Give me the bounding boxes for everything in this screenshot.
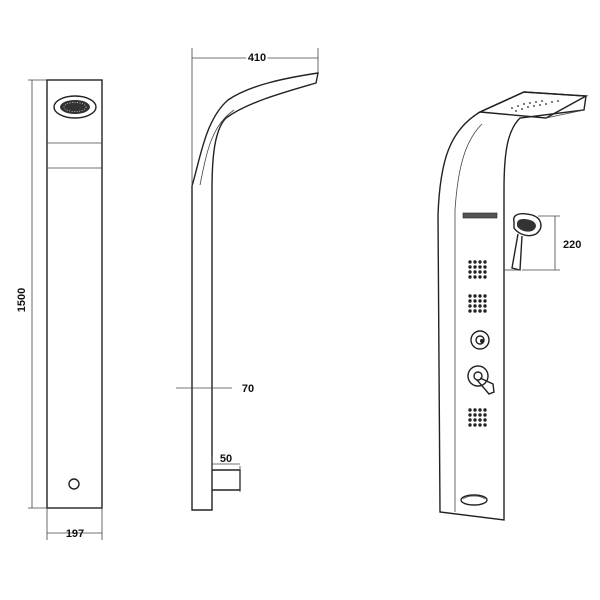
height-dimension-label: 1500 <box>16 288 28 312</box>
body-jet-nozzle <box>478 304 482 308</box>
body-jet-nozzle <box>478 294 482 298</box>
body-jet-nozzle <box>473 423 477 427</box>
body-jet-nozzle <box>478 408 482 412</box>
body-jet-nozzle <box>483 265 487 269</box>
perspective-slot <box>462 212 498 219</box>
side-profile-outline <box>191 72 319 511</box>
depth-dimension-label: 410 <box>248 52 266 64</box>
body-jet-nozzle <box>478 418 482 422</box>
perspective-shower-head <box>477 91 589 119</box>
body-jet-nozzle <box>483 408 487 412</box>
body-jet-nozzle <box>468 304 472 308</box>
rain-shower-head-icon <box>53 95 97 119</box>
side-view: 410 70 50 <box>176 48 319 511</box>
body-jet-nozzle <box>483 413 487 417</box>
body-jet-nozzle <box>468 270 472 274</box>
body-jet-nozzle <box>468 423 472 427</box>
body-jet-nozzle <box>478 275 482 279</box>
body-jet-nozzle <box>473 408 477 412</box>
hand-shower-icon <box>504 213 542 271</box>
body-jet-nozzle <box>468 265 472 269</box>
perspective-view: 220 <box>437 91 589 521</box>
body-jet-nozzle <box>468 408 472 412</box>
mixer-lever-icon <box>467 365 495 395</box>
body-jet-nozzle <box>473 275 477 279</box>
body-jet-nozzle <box>483 294 487 298</box>
front-panel-outline <box>46 79 103 509</box>
body-jet-nozzle <box>473 418 477 422</box>
body-jet-nozzle <box>468 260 472 264</box>
body-jet-icon <box>468 260 487 427</box>
front-outlet-icon <box>68 478 80 490</box>
body-jet-nozzle <box>483 418 487 422</box>
body-jet-nozzle <box>483 270 487 274</box>
body-jet-nozzle <box>473 260 477 264</box>
body-jet-nozzle <box>483 260 487 264</box>
body-jet-nozzle <box>478 309 482 313</box>
perspective-outlet-fitting <box>460 494 488 506</box>
body-jet-nozzle <box>483 275 487 279</box>
body-jet-nozzle <box>473 413 477 417</box>
body-jet-nozzle <box>473 265 477 269</box>
outlet-dimension-label: 50 <box>220 453 232 465</box>
offset-dimension-label: 70 <box>242 383 254 395</box>
rain-shower-head-icon <box>511 100 559 112</box>
front-view: 1500 197 <box>16 79 103 540</box>
body-jet-nozzle <box>483 304 487 308</box>
body-jet-nozzle <box>473 294 477 298</box>
body-jet-nozzle <box>473 304 477 308</box>
body-jet-nozzle <box>483 423 487 427</box>
width-dimension-label: 197 <box>66 528 84 540</box>
body-jet-nozzle <box>468 309 472 313</box>
perspective-column-outline <box>437 91 587 521</box>
body-jet-nozzle <box>478 423 482 427</box>
body-jet-nozzle <box>483 309 487 313</box>
body-jet-nozzle <box>468 294 472 298</box>
body-jet-nozzle <box>478 413 482 417</box>
body-jet-nozzle <box>468 299 472 303</box>
side-outlet-fitting <box>212 469 241 491</box>
diverter-knob-icon <box>470 330 490 350</box>
body-jet-nozzle <box>473 299 477 303</box>
body-jet-nozzle <box>468 275 472 279</box>
body-jet-nozzle <box>478 265 482 269</box>
body-jet-nozzle <box>468 418 472 422</box>
body-jet-nozzle <box>478 299 482 303</box>
body-jet-nozzle <box>473 309 477 313</box>
hand-shower-dimension-label: 220 <box>563 239 581 251</box>
body-jet-nozzle <box>478 260 482 264</box>
body-jet-nozzle <box>483 299 487 303</box>
body-jet-nozzle <box>478 270 482 274</box>
body-jet-nozzle <box>468 413 472 417</box>
body-jet-nozzle <box>473 270 477 274</box>
